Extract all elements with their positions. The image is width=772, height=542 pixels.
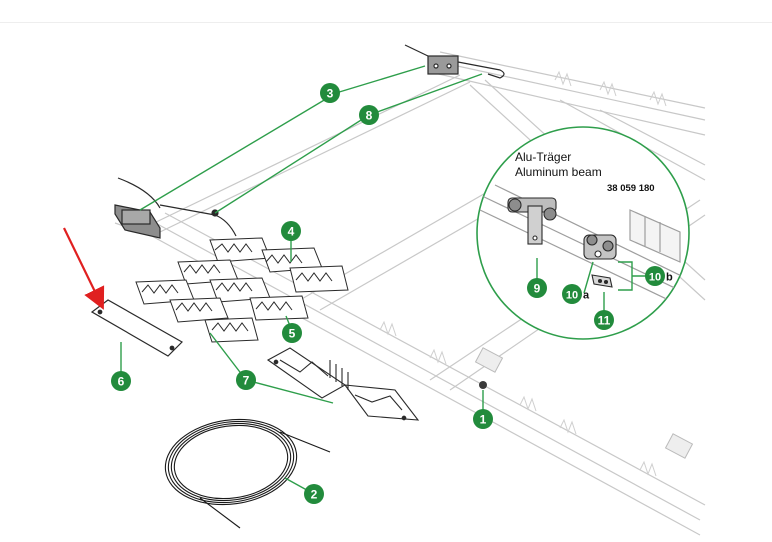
callout-10b: 10 b bbox=[645, 266, 673, 286]
flat-plate-part bbox=[90, 299, 183, 357]
plate-set-7-left bbox=[135, 279, 259, 343]
clamp-part-front bbox=[114, 177, 237, 239]
svg-text:6: 6 bbox=[118, 375, 125, 389]
plate-set-5 bbox=[177, 259, 309, 321]
callout-6: 6 bbox=[111, 371, 131, 391]
svg-text:10: 10 bbox=[649, 272, 661, 284]
callout-7: 7 bbox=[236, 370, 256, 390]
svg-text:5: 5 bbox=[289, 327, 296, 341]
callout-4: 4 bbox=[281, 221, 301, 241]
svg-text:1: 1 bbox=[480, 413, 487, 427]
top-divider bbox=[0, 22, 772, 23]
callout-5: 5 bbox=[282, 323, 302, 343]
plate-set-4 bbox=[209, 237, 349, 293]
clamp-part-top bbox=[404, 44, 505, 79]
svg-text:3: 3 bbox=[327, 87, 334, 101]
callout-10a-suffix: a bbox=[583, 290, 590, 302]
beam-hinges bbox=[474, 347, 694, 459]
svg-text:4: 4 bbox=[288, 225, 295, 239]
detail-title-de: Alu-Träger bbox=[515, 150, 571, 164]
svg-text:2: 2 bbox=[311, 488, 318, 502]
callout-10a: 10 a bbox=[562, 284, 590, 304]
support-block-part bbox=[266, 347, 420, 421]
red-pointer-arrow-icon bbox=[63, 227, 105, 310]
detail-part-number: 38 059 180 bbox=[607, 183, 655, 194]
svg-text:8: 8 bbox=[366, 109, 373, 123]
svg-text:9: 9 bbox=[534, 282, 541, 296]
beam-teeth bbox=[379, 70, 667, 477]
svg-text:10: 10 bbox=[566, 290, 578, 302]
bracket-part bbox=[591, 274, 613, 288]
callout-9: 9 bbox=[527, 278, 547, 298]
callout-3: 3 bbox=[320, 83, 340, 103]
detail-title-en: Aluminum beam bbox=[515, 165, 602, 179]
callout-badges: 3 8 4 5 6 7 1 2 bbox=[111, 83, 673, 504]
callout-2: 2 bbox=[304, 484, 324, 504]
svg-text:7: 7 bbox=[243, 374, 250, 388]
callout-10b-suffix: b bbox=[666, 272, 673, 284]
carriage-part bbox=[583, 234, 617, 260]
svg-text:11: 11 bbox=[598, 314, 611, 328]
callout-11: 11 bbox=[594, 310, 614, 330]
trolley-part bbox=[507, 197, 557, 245]
coiled-wire-part bbox=[164, 418, 331, 529]
callout-1: 1 bbox=[473, 409, 493, 429]
callout-8: 8 bbox=[359, 105, 379, 125]
plug-part bbox=[479, 381, 487, 389]
